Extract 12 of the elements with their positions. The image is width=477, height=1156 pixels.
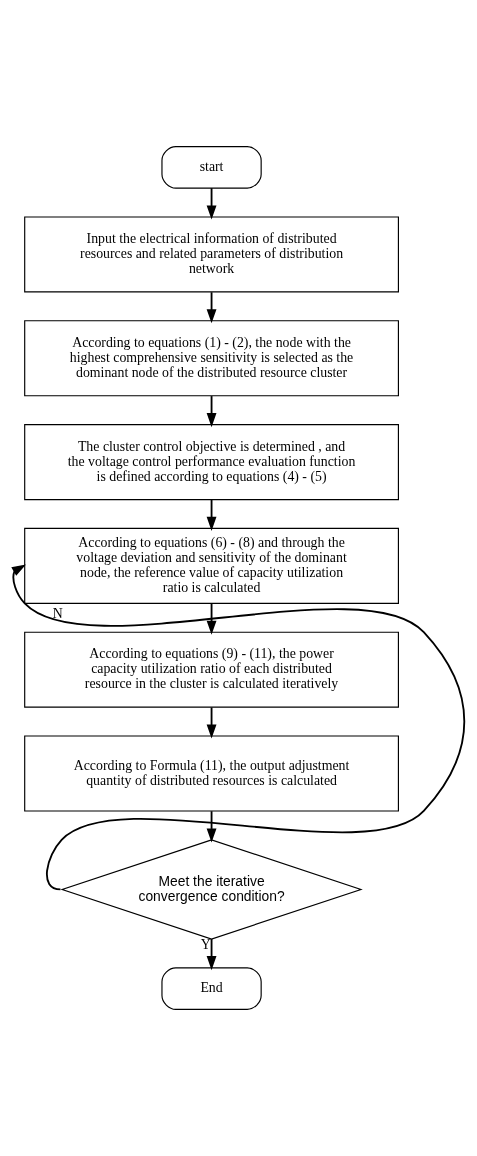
node-box: According to equations (6) - (8) and through the voltage deviation and sensitivity of the dominant node, the reference value of capacity utilization ratio is calculated (24, 527, 399, 604)
node-box: Input the electrical information of distributed resources and related parameters of distribution network (24, 216, 399, 293)
node-diamond: Meet the iterative convergence condition? (60, 839, 363, 940)
node-box: End (161, 967, 262, 1010)
node-box: The cluster control objective is determined , and the voltage control performance evaluation function is defined according to equations (4) - (5) (24, 424, 399, 501)
node-box: start (161, 146, 262, 189)
node-box: According to equations (1) - (2), the node with the highest comprehensive sensitivity is selected as the dominant node of the distributed resource cluster (24, 320, 399, 397)
edge-label: Y (200, 937, 211, 953)
arrow (11, 564, 466, 891)
node-box: According to Formula (11), the output adjustment quantity of distributed resources is calculated (24, 735, 399, 812)
node-box: According to equations (9) - (11), the power capacity utilization ratio of each distributed resource in the cluster is calculated iteratively (24, 631, 399, 708)
edge-label: N (52, 605, 63, 621)
